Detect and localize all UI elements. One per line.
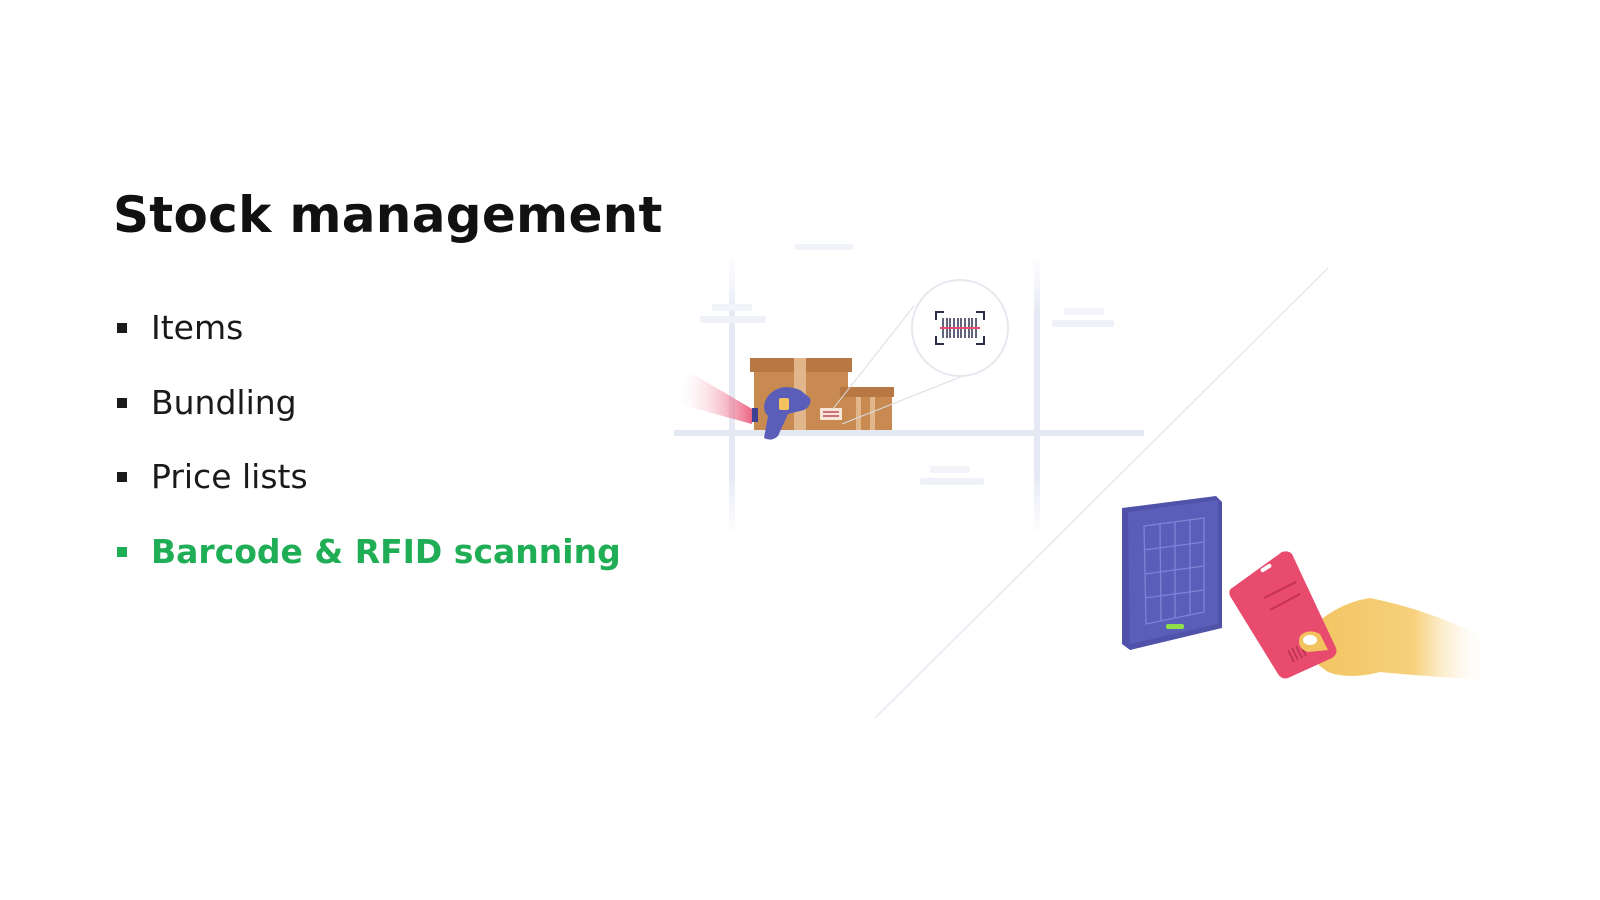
rfid-card-icon	[1229, 551, 1337, 679]
bullet-item-barcode-rfid: Barcode & RFID scanning	[117, 530, 621, 605]
bullet-item-bundling: Bundling	[117, 381, 621, 456]
hand-icon	[1300, 598, 1490, 680]
rfid-reader-icon	[1122, 496, 1222, 650]
bullet-list: Items Bundling Price lists Barcode & RFI…	[117, 306, 621, 604]
slide-title: Stock management	[113, 186, 663, 244]
bullet-item-items: Items	[117, 306, 621, 381]
barcode-scanner-icon	[752, 387, 811, 440]
bullet-square-icon	[117, 546, 127, 557]
illustration	[674, 244, 1490, 719]
bullet-label: Barcode & RFID scanning	[151, 531, 621, 571]
bullet-square-icon	[117, 397, 127, 408]
bullet-label: Bundling	[151, 382, 297, 422]
bullet-square-icon	[117, 323, 127, 333]
barcode-zoom-icon	[911, 279, 1009, 377]
cardboard-boxes-icon	[750, 358, 894, 430]
bullet-label: Items	[151, 308, 244, 347]
warehouse-shelf-icon	[674, 244, 1144, 530]
bullet-label: Price lists	[151, 457, 308, 496]
bullet-square-icon	[117, 472, 127, 482]
bullet-item-price-lists: Price lists	[117, 455, 621, 530]
